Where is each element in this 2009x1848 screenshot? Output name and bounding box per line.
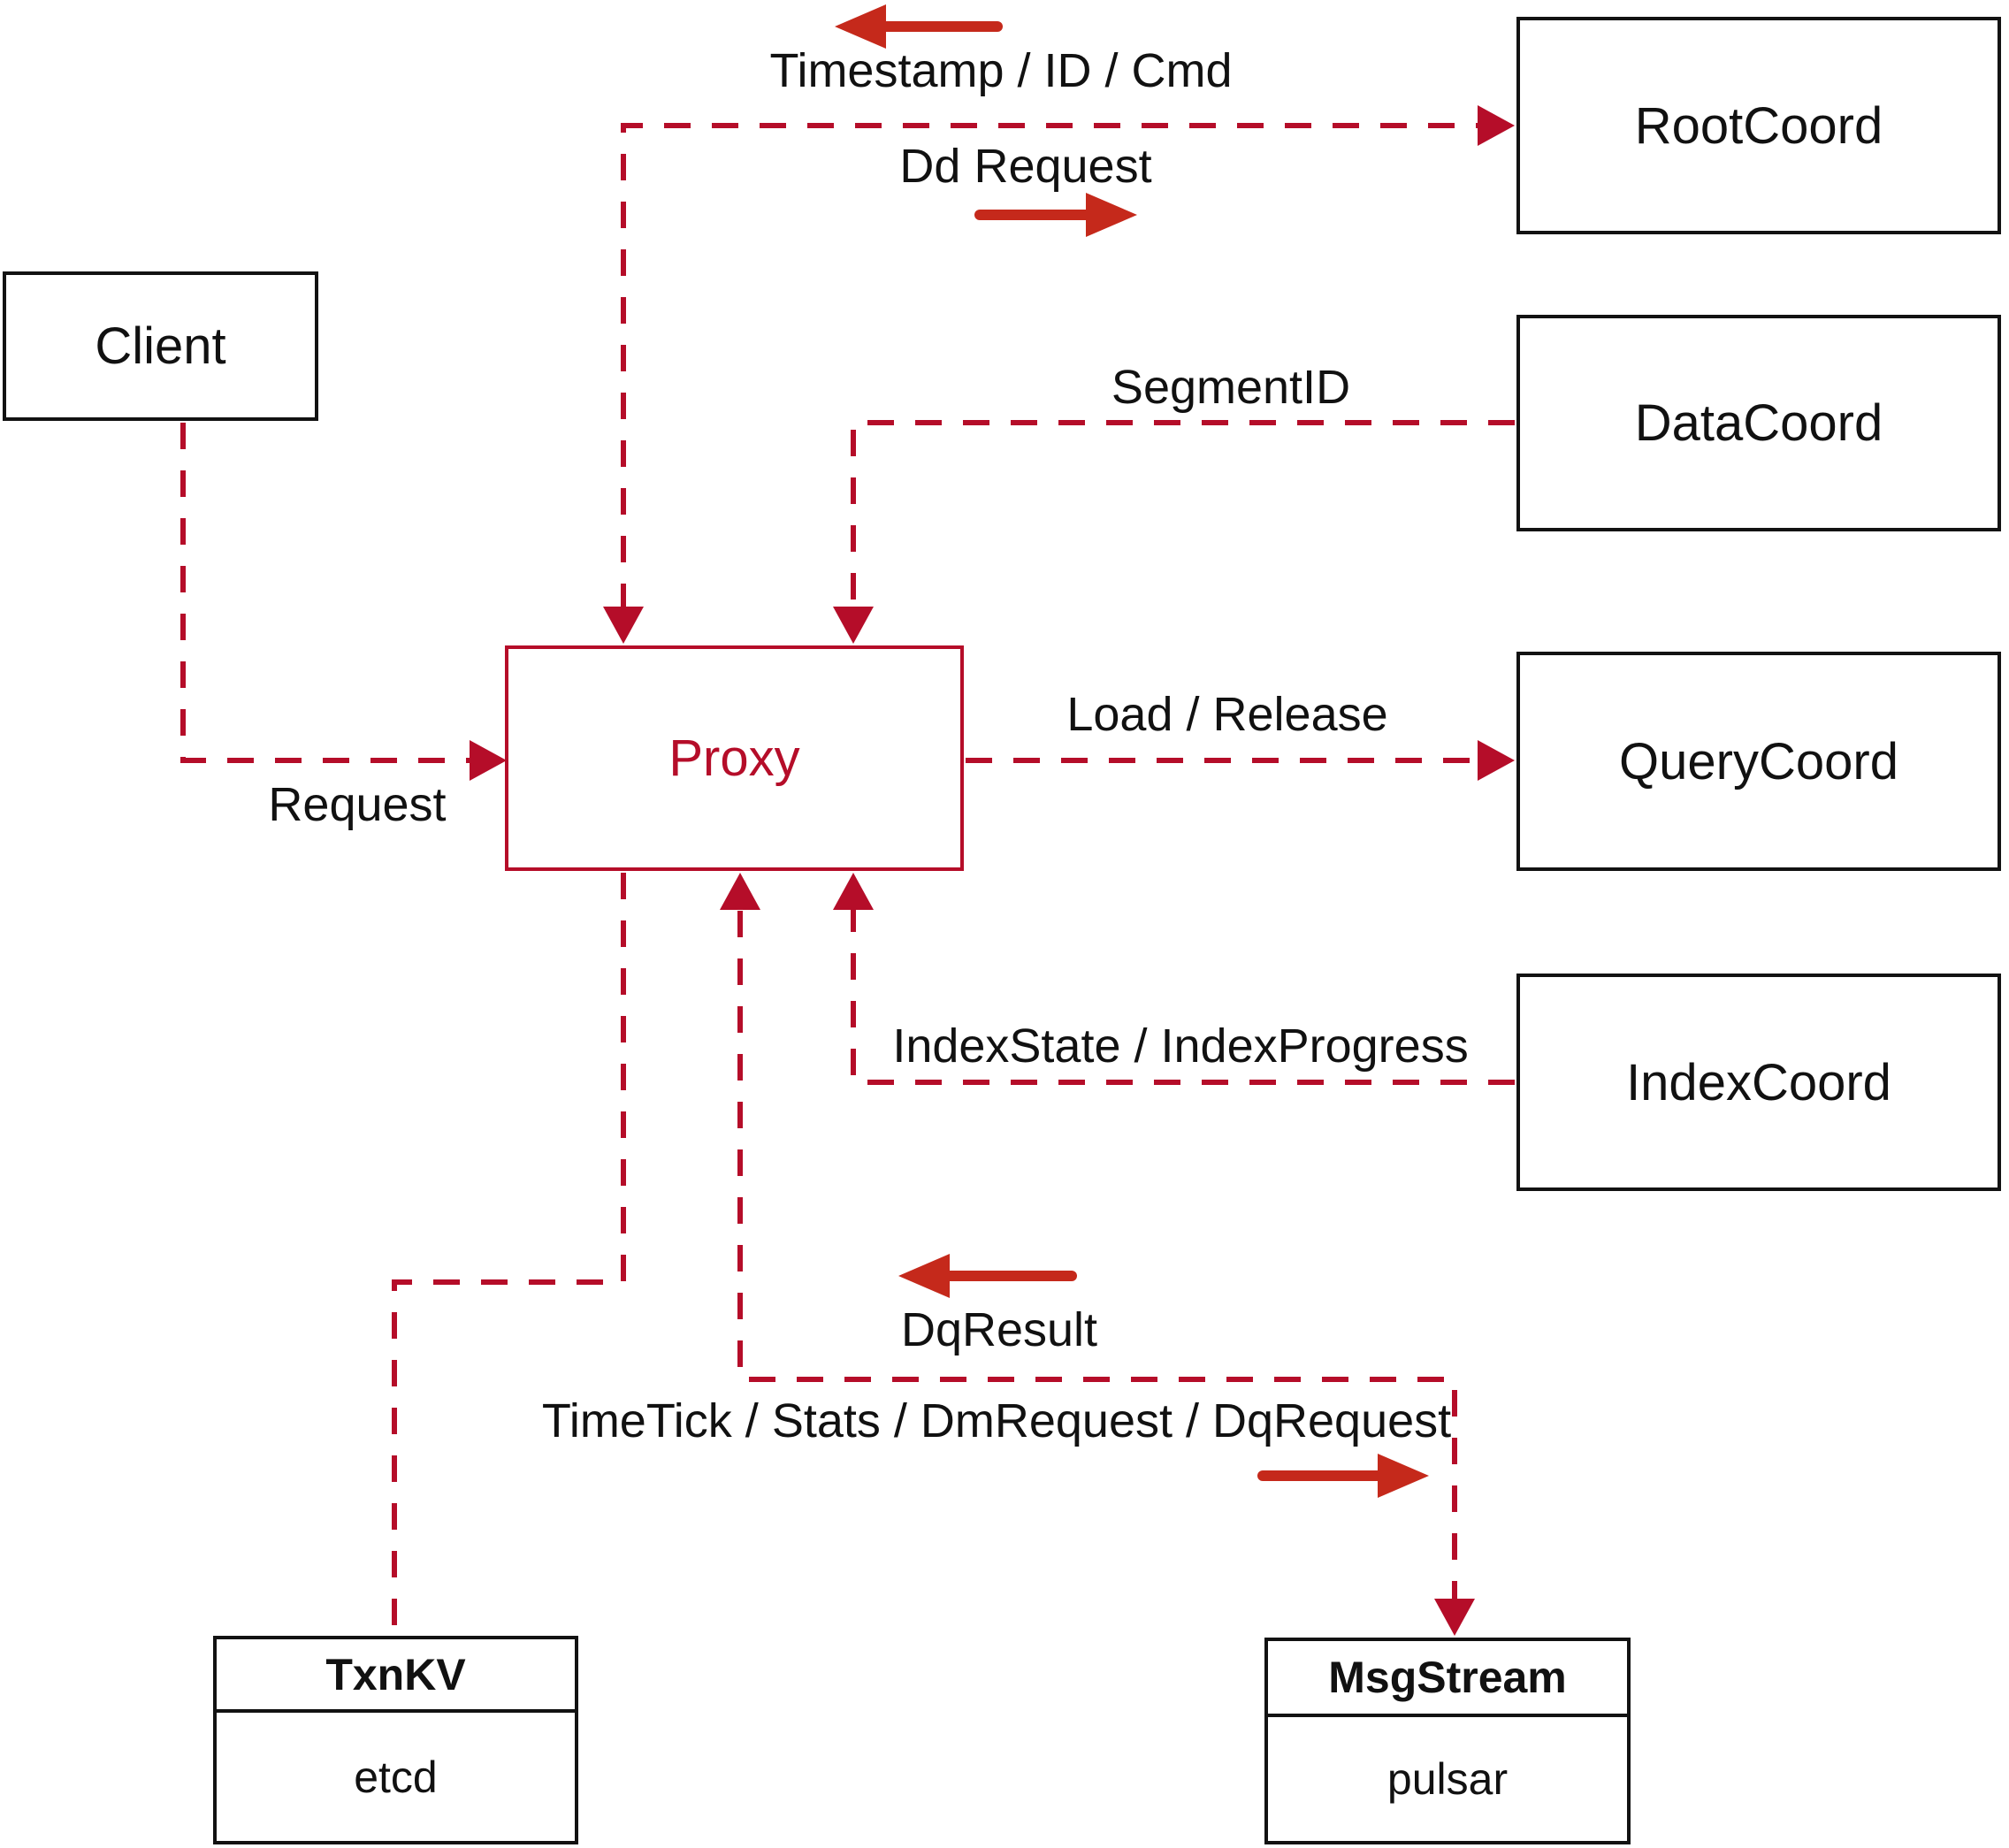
node-client-label: Client [95,317,226,375]
edge-proxy-msgstream [720,873,1475,1636]
direction-arrow-right-dd-request-icon [974,193,1137,237]
arrowhead-down-into-proxy-icon [833,607,874,644]
edge-label-timestamp-id-cmd: Timestamp / ID / Cmd [769,44,1233,97]
arrowhead-right-into-rootcoord-icon [1478,105,1515,146]
direction-arrow-right-timetick-icon [1257,1454,1429,1498]
edge-proxy-rootcoord [603,105,1515,644]
edge-label-dd-request: Dd Request [899,140,1152,193]
node-rootcoord-label: RootCoord [1634,96,1883,155]
edge-label-index-state-progress: IndexState / IndexProgress [892,1019,1469,1073]
node-querycoord: QueryCoord [1516,652,2001,871]
edge-label-dq-result: DqResult [900,1303,1098,1356]
arrowhead-right-into-proxy-icon [470,740,507,781]
edge-indexcoord-proxy [833,873,1515,1085]
edge-client-proxy [180,423,507,781]
edge-label-request: Request [268,778,447,831]
direction-arrow-left-timestamp-icon [835,4,1003,49]
node-txnkv-title: TxnKV [217,1639,575,1713]
node-proxy-label: Proxy [668,729,800,787]
node-datacoord-label: DataCoord [1634,394,1883,452]
arrowhead-up-into-proxy-icon [720,873,760,910]
node-client: Client [3,271,318,421]
arrowhead-down-into-proxy-icon [603,607,644,644]
arrowhead-up-into-proxy-icon [833,873,874,910]
node-txnkv: TxnKV etcd [213,1636,578,1844]
node-querycoord-label: QueryCoord [1619,732,1898,790]
node-msgstream-title: MsgStream [1268,1641,1627,1717]
node-indexcoord: IndexCoord [1516,974,2001,1191]
node-datacoord: DataCoord [1516,315,2001,531]
node-msgstream: MsgStream pulsar [1264,1638,1631,1844]
edge-label-segment-id: SegmentID [1111,361,1351,414]
edge-proxy-querycoord [966,740,1515,781]
edge-proxy-txnkv [392,873,626,1634]
node-indexcoord-label: IndexCoord [1626,1053,1891,1111]
edge-label-time-tick: TimeTick / Stats / DmRequest / DqRequest [541,1394,1452,1447]
edge-datacoord-proxy [833,420,1515,644]
direction-arrow-left-dqresult-icon [898,1254,1077,1298]
edge-label-load-release: Load / Release [1066,688,1388,741]
arrowhead-down-into-msgstream-icon [1434,1599,1475,1636]
node-proxy: Proxy [505,645,964,871]
node-rootcoord: RootCoord [1516,17,2001,234]
node-msgstream-impl: pulsar [1386,1754,1509,1804]
arrowhead-right-into-querycoord-icon [1478,740,1515,781]
node-txnkv-impl: etcd [354,1752,438,1802]
